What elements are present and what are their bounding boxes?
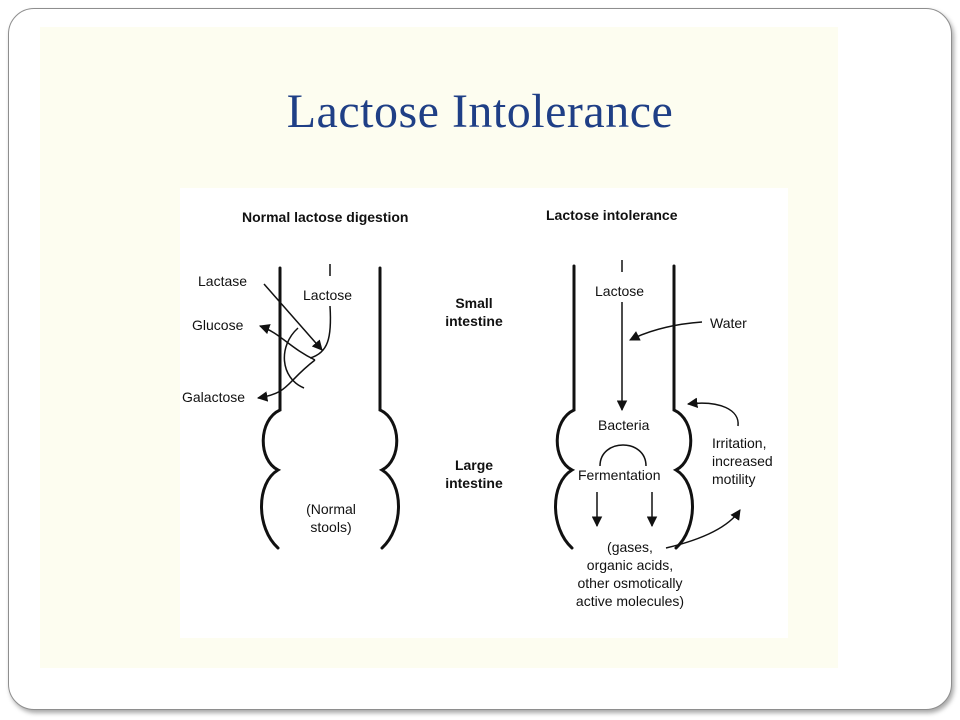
intol-lactose-label: Lactose: [595, 283, 645, 299]
irritation-arrow-up: [686, 397, 739, 427]
products-label: (gases, organic acids, other osmotically…: [560, 538, 700, 610]
large-intestine-line1: Large: [454, 457, 494, 473]
products-line2: organic acids,: [586, 557, 674, 573]
lactose-diagram: Normal lactose digestion Lactase Lactose…: [180, 188, 788, 638]
irritation-line1: Irritation,: [712, 435, 767, 451]
water-arrow: [629, 321, 703, 341]
products-line3: other osmotically: [577, 575, 683, 591]
irritation-arrow-down: [665, 509, 741, 549]
normal-stools-line1: (Normal: [306, 501, 356, 517]
small-intestine-line1: Small: [455, 295, 493, 311]
water-label: Water: [710, 315, 747, 331]
fermentation-arc: [599, 444, 647, 467]
glucose-arrow: [259, 324, 316, 361]
irritation-line2: increased: [712, 453, 773, 469]
irritation-line3: motility: [712, 471, 756, 487]
intolerance-heading: Lactose intolerance: [546, 207, 678, 223]
large-intestine-label: Large intestine: [436, 456, 512, 492]
normal-left-wall: [260, 266, 282, 550]
fermentation-label: Fermentation: [578, 467, 661, 483]
diagram-drawing: [256, 260, 741, 550]
split-arc: [283, 327, 305, 389]
normal-heading: Normal lactose digestion: [242, 209, 409, 225]
normal-right-wall: [378, 266, 400, 550]
lactase-arrow: [263, 283, 323, 351]
products-line1: (gases,: [607, 539, 653, 555]
normal-stools-label: (Normal stools): [298, 500, 364, 536]
small-intestine-label: Small intestine: [436, 294, 512, 330]
galactose-arrow: [256, 359, 316, 402]
normal-stools-line2: stools): [310, 519, 352, 535]
galactose-label: Galactose: [182, 389, 246, 405]
irritation-label: Irritation, increased motility: [712, 434, 773, 488]
glucose-label: Glucose: [192, 317, 244, 333]
products-line4: active molecules): [575, 593, 685, 609]
large-intestine-line2: intestine: [445, 475, 503, 491]
intolerance-right-wall: [672, 264, 694, 550]
intolerance-left-wall: [554, 264, 576, 550]
normal-lactose-curve: [309, 305, 332, 359]
lactase-label: Lactase: [198, 273, 248, 289]
normal-lactose-label: Lactose: [303, 287, 353, 303]
bacteria-label: Bacteria: [598, 417, 650, 433]
small-intestine-line2: intestine: [445, 313, 503, 329]
slide-title: Lactose Intolerance: [286, 85, 674, 138]
